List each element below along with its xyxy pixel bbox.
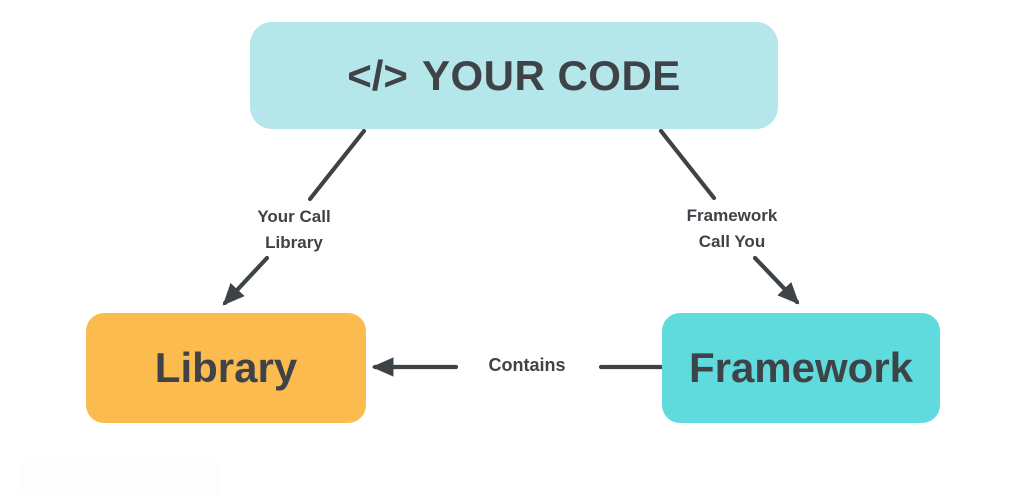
edge-label-contains: Contains	[455, 353, 599, 377]
edge-label-your-call-line2: Library	[265, 233, 323, 252]
edge-label-your-call-library: Your Call Library	[222, 204, 366, 256]
watermark-artifact	[22, 462, 222, 496]
node-your-code-label: YOUR CODE	[421, 51, 681, 99]
node-your-code[interactable]: </> YOUR CODE	[250, 22, 778, 129]
edge-your-code-to-library-upper	[307, 128, 367, 202]
node-framework[interactable]: Framework	[662, 313, 940, 423]
edge-label-framework-call-line1: Framework	[686, 206, 778, 225]
edge-label-framework-call-line2: Call You	[698, 232, 766, 251]
node-library-label: Library	[154, 344, 298, 391]
code-tag-icon: </>	[347, 51, 408, 99]
edge-label-your-call-line1: Your Call	[257, 207, 331, 226]
edge-your-code-to-framework-lower	[752, 255, 800, 305]
node-framework-label: Framework	[688, 344, 914, 391]
edge-label-contains-line1: Contains	[488, 355, 566, 375]
node-library[interactable]: Library	[86, 313, 366, 423]
edge-your-code-to-library-lower	[222, 255, 270, 306]
edge-your-code-to-framework-upper	[658, 128, 717, 201]
edge-label-framework-call-you: Framework Call You	[660, 203, 804, 255]
